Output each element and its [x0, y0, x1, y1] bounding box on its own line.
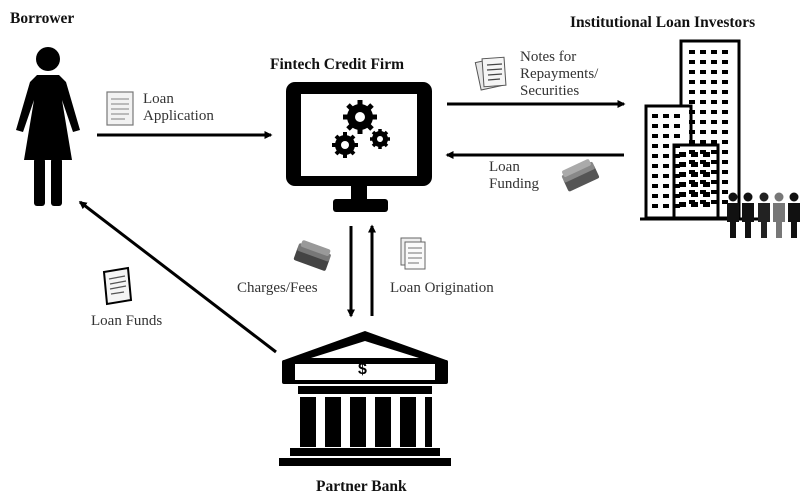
bank-title: Partner Bank: [316, 478, 407, 495]
charges-fees-label: Charges/Fees: [237, 280, 318, 296]
money-stack-icon: [293, 240, 331, 271]
person-icon: [16, 47, 80, 206]
loan-origination-label: Loan Origination: [390, 280, 494, 296]
investor-group-icon: [727, 192, 800, 238]
documents-stack-icon: [474, 56, 507, 91]
investors-title: Institutional Loan Investors: [570, 14, 756, 31]
loan-application-label: Loan Application: [143, 91, 214, 124]
bank-building-icon: [279, 331, 451, 466]
money-stack-icon: [561, 159, 600, 192]
computer-gears-icon: [286, 82, 432, 212]
notes-label: Notes for Repayments/ Securities: [520, 49, 599, 99]
documents-stack-icon: [400, 237, 426, 270]
arrow-loan-funds: [78, 200, 277, 354]
document-icon: [102, 266, 133, 306]
building-windows: [652, 50, 728, 208]
dollar-sign: $: [358, 361, 367, 378]
loan-funding-label: Loan Funding: [489, 159, 540, 192]
borrower-title: Borrower: [10, 10, 75, 27]
loan-funds-label: Loan Funds: [91, 313, 163, 329]
fintech-title: Fintech Credit Firm: [270, 56, 405, 73]
document-icon: [106, 91, 134, 126]
